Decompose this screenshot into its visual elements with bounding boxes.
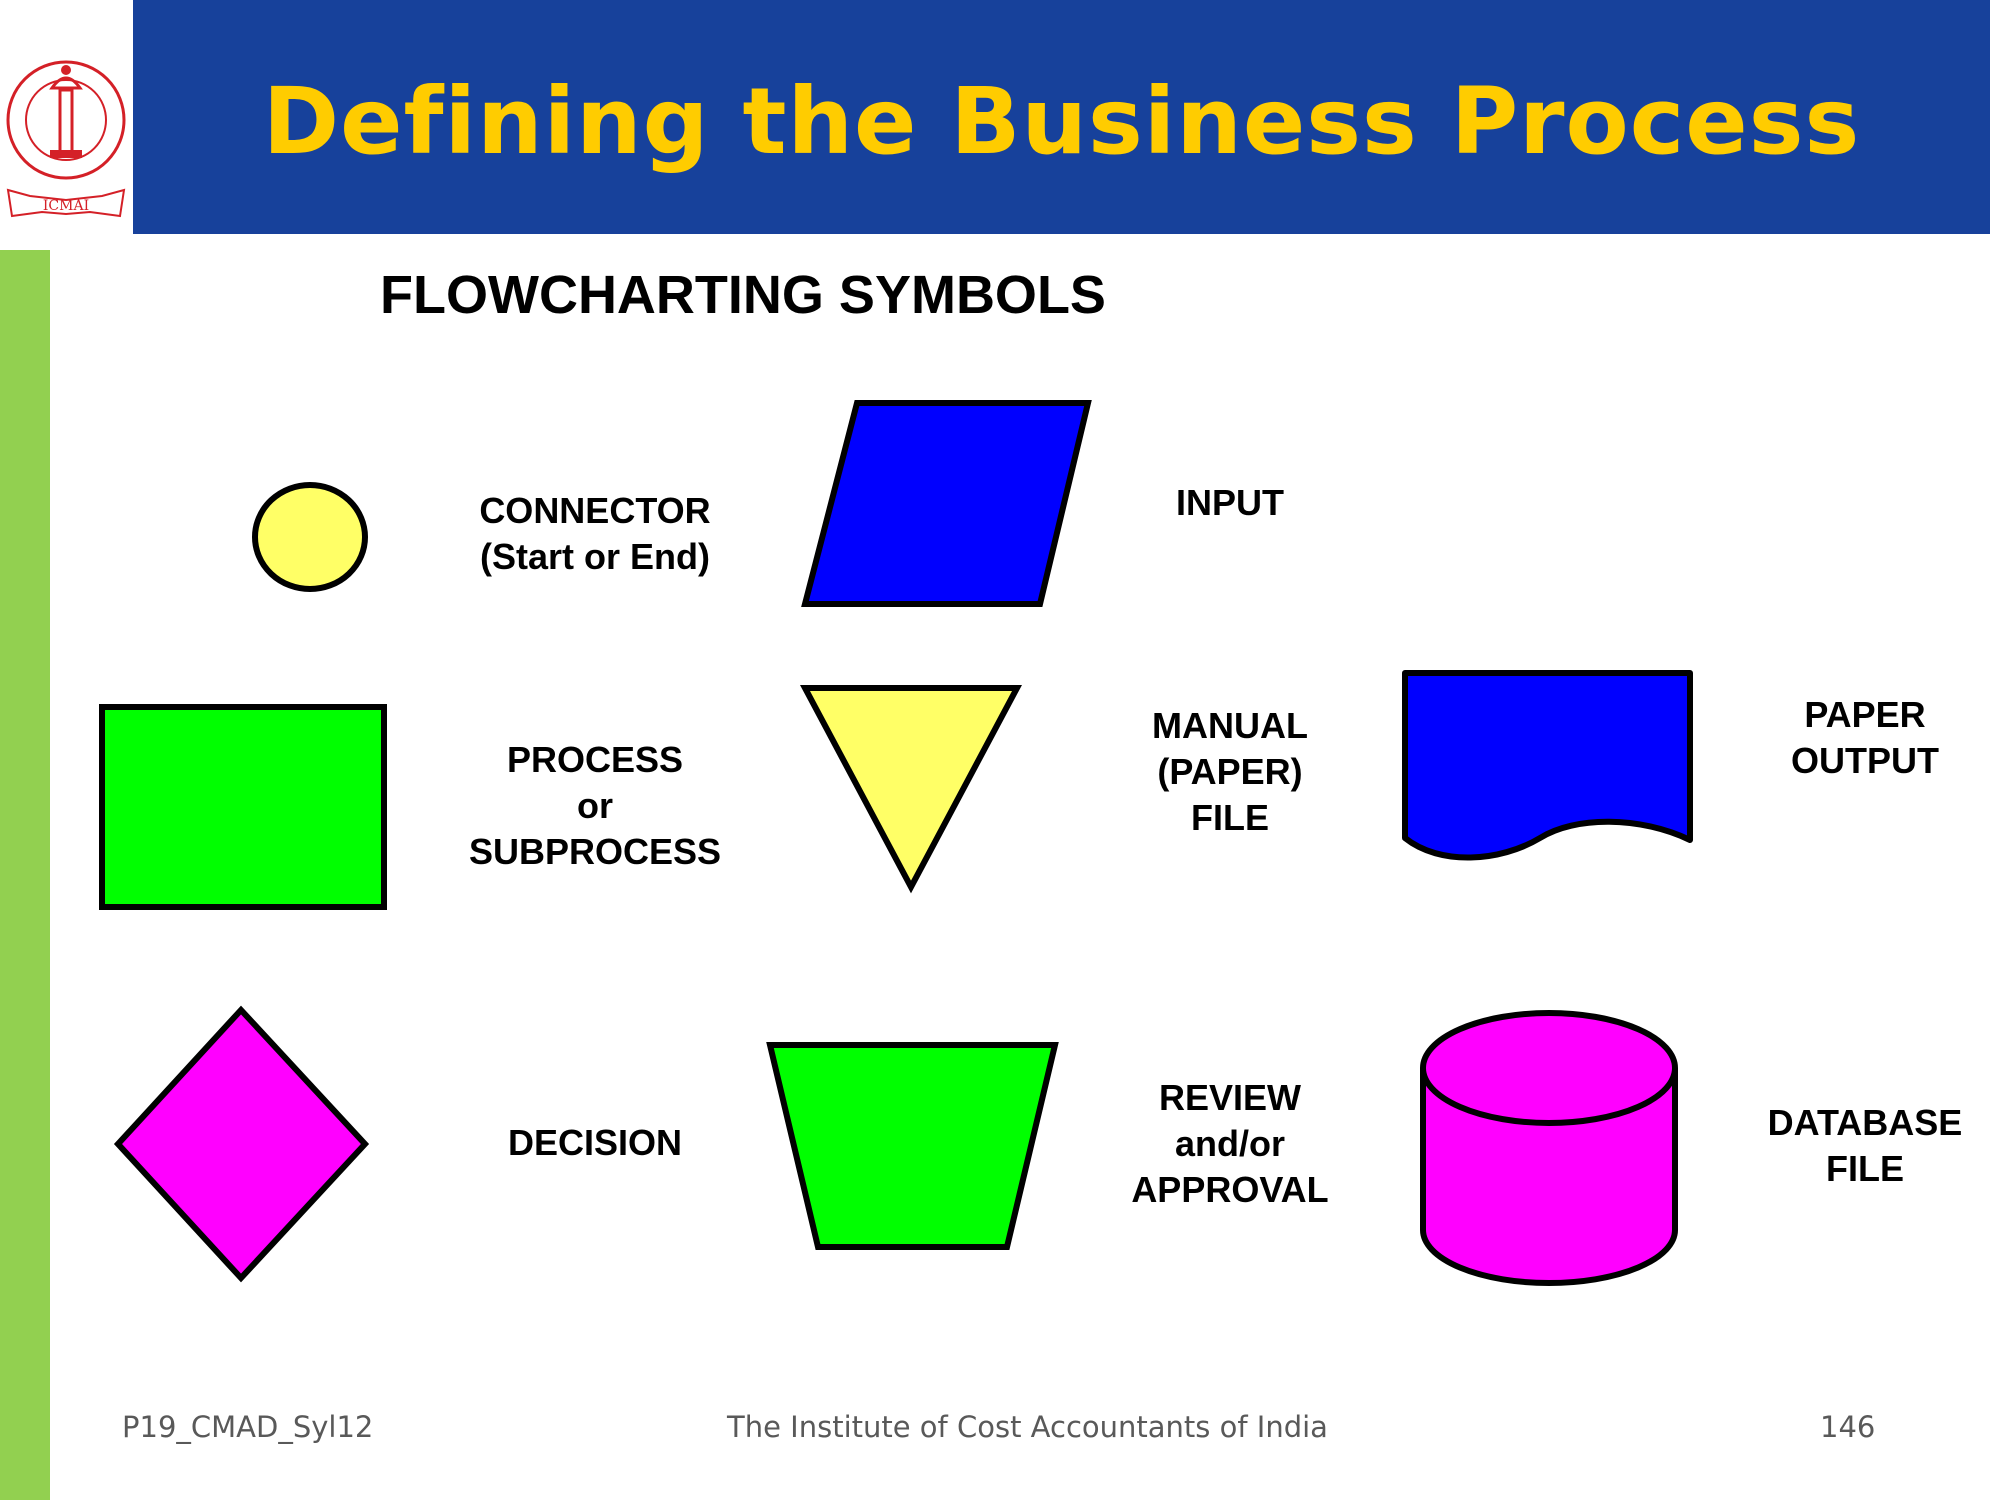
database-symbol [1420, 1010, 1678, 1286]
review-symbol [766, 1042, 1059, 1250]
institute-logo: ICMAI [0, 0, 133, 234]
review-trapezoid [766, 1042, 1059, 1250]
decision-label: DECISION [507, 1122, 683, 1163]
process-symbol [99, 704, 387, 910]
database-cylinder-top [1420, 1010, 1678, 1126]
connector-label: CONNECTOR (Start or End) [479, 490, 711, 577]
footer-page-number: 146 [1820, 1410, 1876, 1444]
database-label: DATABASE FILE [1767, 1102, 1963, 1189]
slide-title: Defining the Business Process [262, 68, 1861, 175]
paper-output-label: PAPER OUTPUT [1791, 694, 1939, 781]
svg-text:ICMAI: ICMAI [43, 198, 89, 214]
paper-output-symbol [1402, 670, 1693, 861]
input-parallelogram [801, 400, 1092, 607]
manual-file-symbol [800, 685, 1022, 894]
decision-symbol [113, 1005, 370, 1283]
manual-file-label: MANUAL (PAPER) FILE [1152, 705, 1308, 838]
footer-course-code: P19_CMAD_Syl12 [122, 1410, 374, 1444]
input-symbol [801, 400, 1092, 607]
connector-symbol [252, 482, 368, 592]
header-bar [133, 0, 1990, 234]
connector-circle [252, 482, 368, 592]
input-label: INPUT [1176, 482, 1284, 523]
footer-institute-name: The Institute of Cost Accountants of Ind… [727, 1410, 1328, 1444]
process-rectangle [99, 704, 387, 910]
institute-seal-icon: ICMAI [6, 60, 126, 218]
manual-file-triangle [800, 685, 1022, 894]
review-label: REVIEW and/or APPROVAL [1131, 1077, 1329, 1210]
decision-diamond [113, 1005, 370, 1283]
paper-output-document [1402, 670, 1693, 861]
process-label: PROCESS or SUBPROCESS [468, 739, 722, 872]
section-heading: FLOWCHARTING SYMBOLS [380, 265, 1106, 325]
side-accent-strip [0, 250, 50, 1500]
database-cylinder-body [1420, 1068, 1678, 1286]
